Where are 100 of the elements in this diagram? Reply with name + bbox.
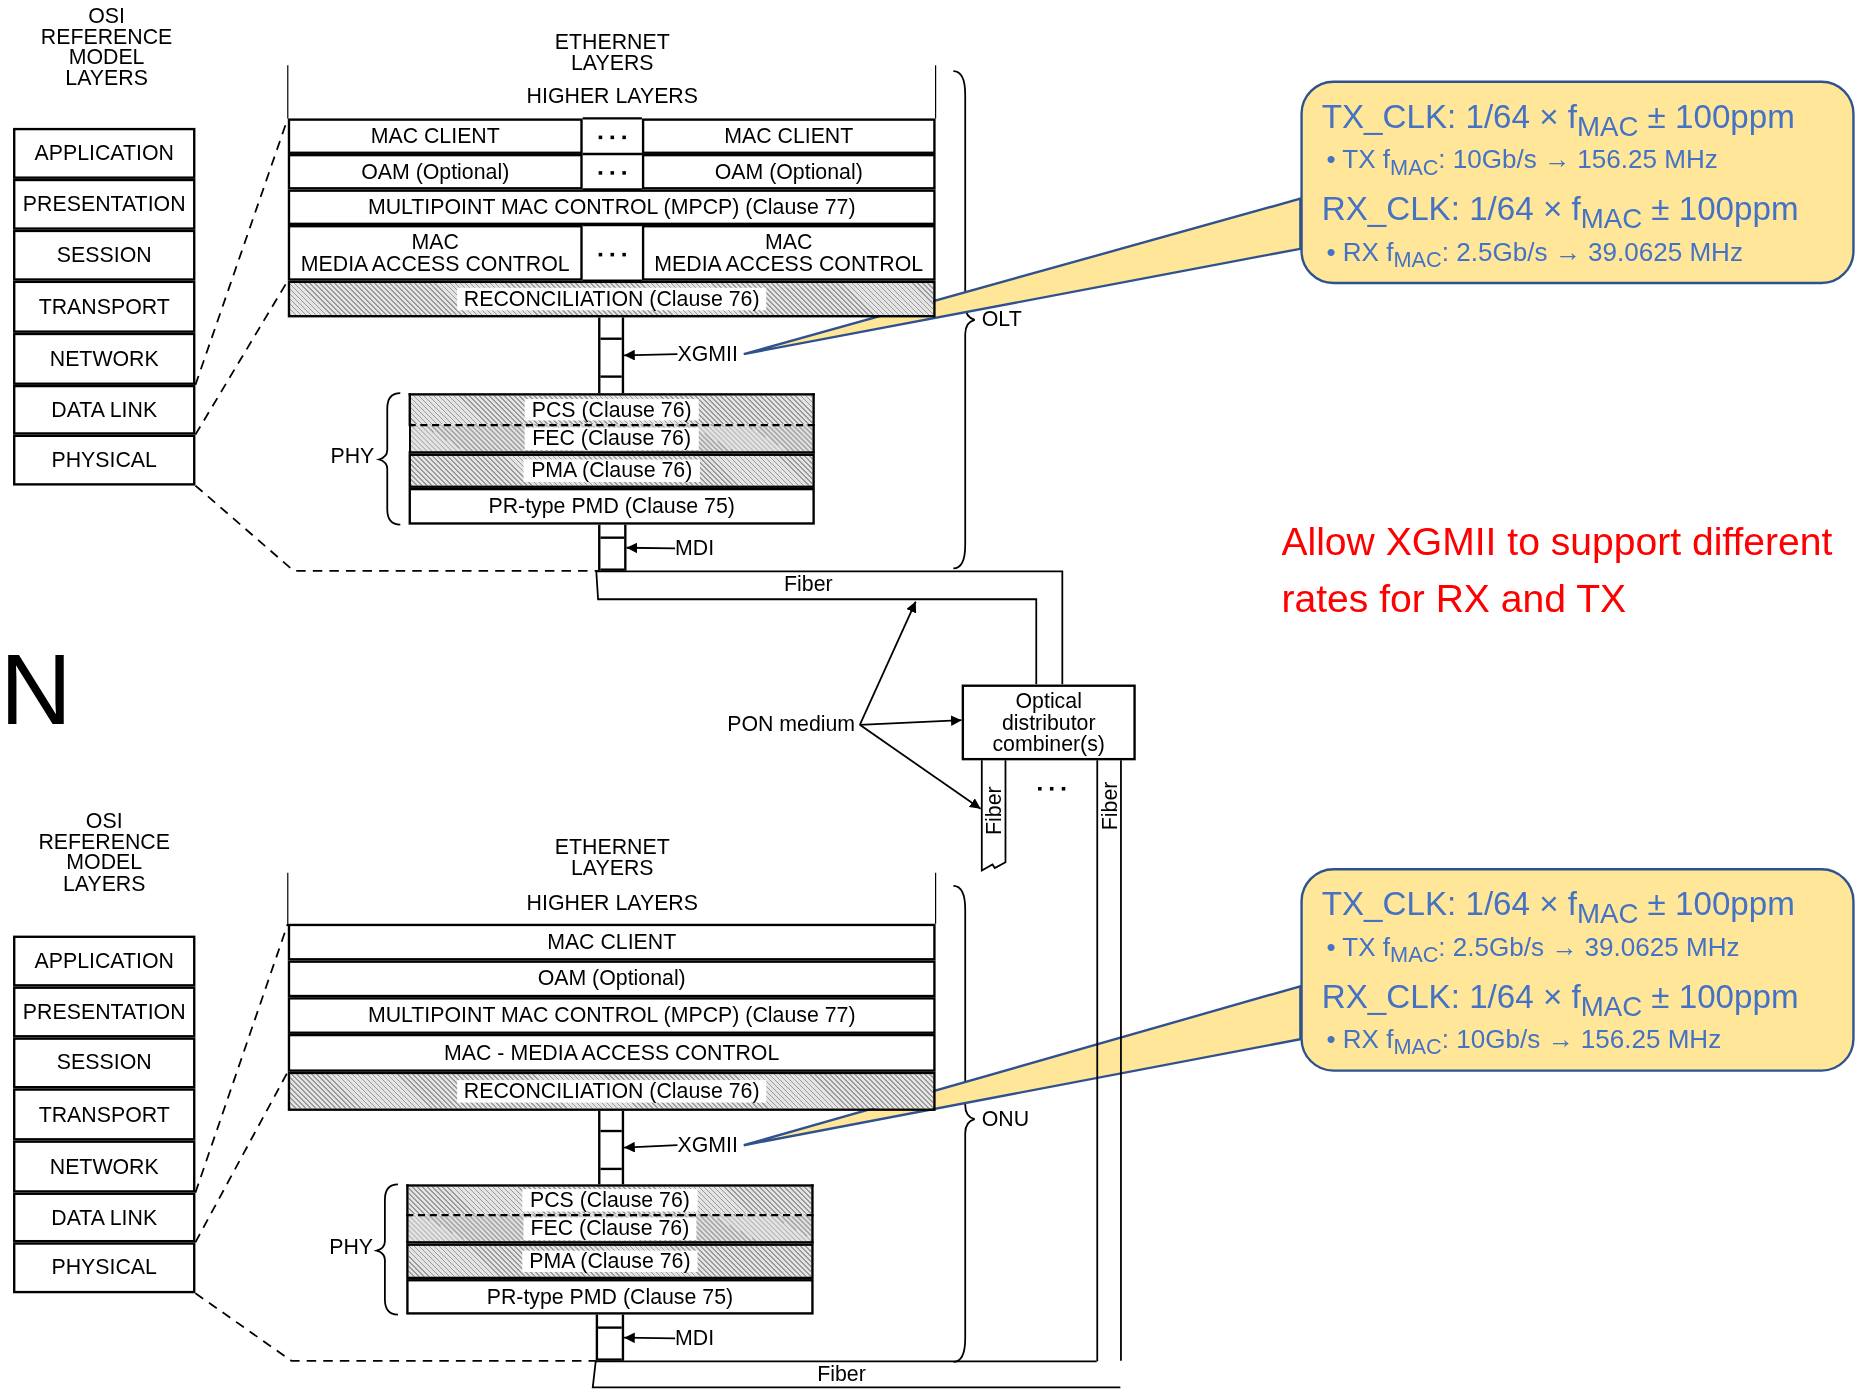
- callout-pointer: [742, 984, 1302, 1147]
- interface-connector: [595, 1314, 625, 1361]
- layer-box: [287, 960, 936, 998]
- layer-box: [13, 384, 196, 435]
- layer-name: MAC CLIENT: [724, 125, 854, 148]
- layer-name: OAM (Optional): [714, 160, 863, 183]
- callout-bubble: [1300, 868, 1855, 1072]
- bracket-label: PHY: [330, 446, 375, 468]
- fiber-cable: [1096, 760, 1122, 1361]
- layer-name: APPLICATION: [34, 142, 174, 165]
- fiber-label: Fiber: [784, 573, 833, 595]
- layer-name: PR-type PMD (Clause 75): [486, 1285, 734, 1308]
- layer-name: MAC CLIENT: [547, 930, 677, 954]
- layer-name: SESSION: [56, 1051, 152, 1075]
- layer-name: DATA LINK: [51, 398, 158, 421]
- stack-heading: ETHERNET LAYERS: [553, 837, 671, 880]
- layer-box: [13, 1140, 196, 1193]
- layer-name: TRANSPORT: [38, 295, 170, 318]
- layer-name: FEC (Clause 76): [525, 427, 699, 450]
- stack-heading: HIGHER LAYERS: [525, 86, 699, 108]
- layer-box: [13, 332, 196, 385]
- interface-connector: [598, 1110, 625, 1185]
- arrow: [858, 600, 917, 726]
- layer-name: PHYSICAL: [51, 448, 157, 472]
- splitter-box: [961, 684, 1136, 761]
- callout-heading: TX_CLK: 1/64 × f$_{MAC}$ ± 100ppm: [1321, 97, 1796, 144]
- partial-letter: N: [0, 639, 72, 739]
- layer-name: OAM (Optional): [361, 160, 510, 183]
- bullet-text: • RX f$_{MAC}$: 2.5Gb/s → 39.0625 MHz: [1326, 236, 1743, 273]
- connector-line: [194, 922, 289, 1194]
- fiber-label: Fiber: [983, 786, 1005, 835]
- layer-box: [641, 153, 936, 190]
- callout-heading: TX_CLK: 1/64 × f$_{MAC}$ ± 100ppm: [1321, 884, 1796, 932]
- layer-name: MAC: [411, 230, 459, 253]
- layer-box: [13, 229, 196, 281]
- layer-name: FEC (Clause 76): [523, 1217, 697, 1240]
- arrow: [858, 715, 963, 726]
- callout-heading: RX_CLK: 1/64 × f$_{MAC}$ ± 100ppm: [1321, 977, 1800, 1024]
- layer-name: MEDIA ACCESS CONTROL: [300, 252, 570, 276]
- interface-label: XGMII: [677, 342, 744, 366]
- arrow: [623, 1141, 679, 1153]
- interface-label: XGMII: [677, 1133, 744, 1158]
- layer-name: APPLICATION: [34, 949, 174, 973]
- fiber-cable: [595, 570, 1064, 685]
- layer-box: [13, 127, 196, 179]
- bracket-label: PHY: [329, 1237, 374, 1259]
- layer-name: MULTIPOINT MAC CONTROL (MPCP) (Clause 77): [367, 1004, 856, 1027]
- layer-box: [408, 487, 815, 525]
- note-text: Allow XGMII to support different rates for RX and TX: [1281, 518, 1834, 623]
- layer-name: DATA LINK: [51, 1206, 158, 1229]
- stack-heading: HIGHER LAYERS: [525, 892, 699, 914]
- bullet-text: • TX f$_{MAC}$: 10Gb/s → 156.25 MHz: [1326, 144, 1718, 180]
- layer-box: [406, 1279, 814, 1315]
- layer-name: MAC: [765, 230, 813, 253]
- box-label: Optical distributor combiner(s): [991, 690, 1106, 755]
- callout-bubble: [1300, 80, 1855, 285]
- layer-box: [287, 118, 583, 154]
- arrow: [858, 723, 982, 810]
- layer-box: [13, 1088, 196, 1141]
- stack-heading: ETHERNET LAYERS: [553, 32, 671, 74]
- layer-box: [13, 935, 196, 987]
- fiber-cable: [980, 760, 1007, 871]
- shaded-layer-box: [408, 424, 815, 454]
- shaded-layer-box: [287, 1071, 936, 1111]
- fiber-cable: [592, 1360, 1122, 1388]
- layer-name: TRANSPORT: [38, 1103, 170, 1126]
- shaded-layer-box: [406, 1243, 814, 1280]
- connector-line: [194, 484, 599, 572]
- layer-box: [13, 280, 196, 333]
- layer-box: [641, 118, 936, 154]
- callout-heading: RX_CLK: 1/64 × f$_{MAC}$ ± 100ppm: [1321, 189, 1800, 236]
- interface-label: MDI: [675, 1326, 718, 1351]
- shaded-layer-box: [287, 280, 936, 318]
- layer-name: PMA (Clause 76): [522, 1250, 698, 1273]
- layer-box: [13, 1037, 196, 1089]
- layer-box: [13, 986, 196, 1038]
- layer-box: [287, 997, 936, 1034]
- layer-name: SESSION: [56, 244, 152, 267]
- bullet-text: • TX f$_{MAC}$: 2.5Gb/s → 39.0625 MHz: [1326, 931, 1740, 968]
- interface-label: MDI: [675, 536, 718, 561]
- bullet-text: • RX f$_{MAC}$: 10Gb/s → 156.25 MHz: [1326, 1023, 1722, 1060]
- bracket-label: ONU: [981, 1109, 1030, 1131]
- connector-line: [194, 1292, 597, 1362]
- layer-box: [287, 189, 936, 225]
- interface-connector: [598, 317, 625, 394]
- layer-box: [13, 178, 196, 230]
- callout-pointer: [742, 197, 1302, 356]
- layer-box: [13, 434, 196, 486]
- bracket-label: OLT: [981, 309, 1022, 330]
- shaded-layer-box: [406, 1213, 814, 1244]
- layer-name: PRESENTATION: [22, 1000, 186, 1024]
- fiber-label: Fiber: [1099, 781, 1121, 831]
- layer-box: [287, 153, 583, 190]
- layer-name: MAC - MEDIA ACCESS CONTROL: [444, 1041, 780, 1065]
- column-heading: OSI REFERENCE MODEL LAYERS: [37, 811, 171, 895]
- layer-name: PR-type PMD (Clause 75): [488, 495, 735, 518]
- layer-name: PCS (Clause 76): [524, 398, 699, 421]
- layer-name: PHYSICAL: [51, 1256, 157, 1279]
- layer-name: PMA (Clause 76): [524, 459, 700, 482]
- arrow: [623, 1332, 676, 1344]
